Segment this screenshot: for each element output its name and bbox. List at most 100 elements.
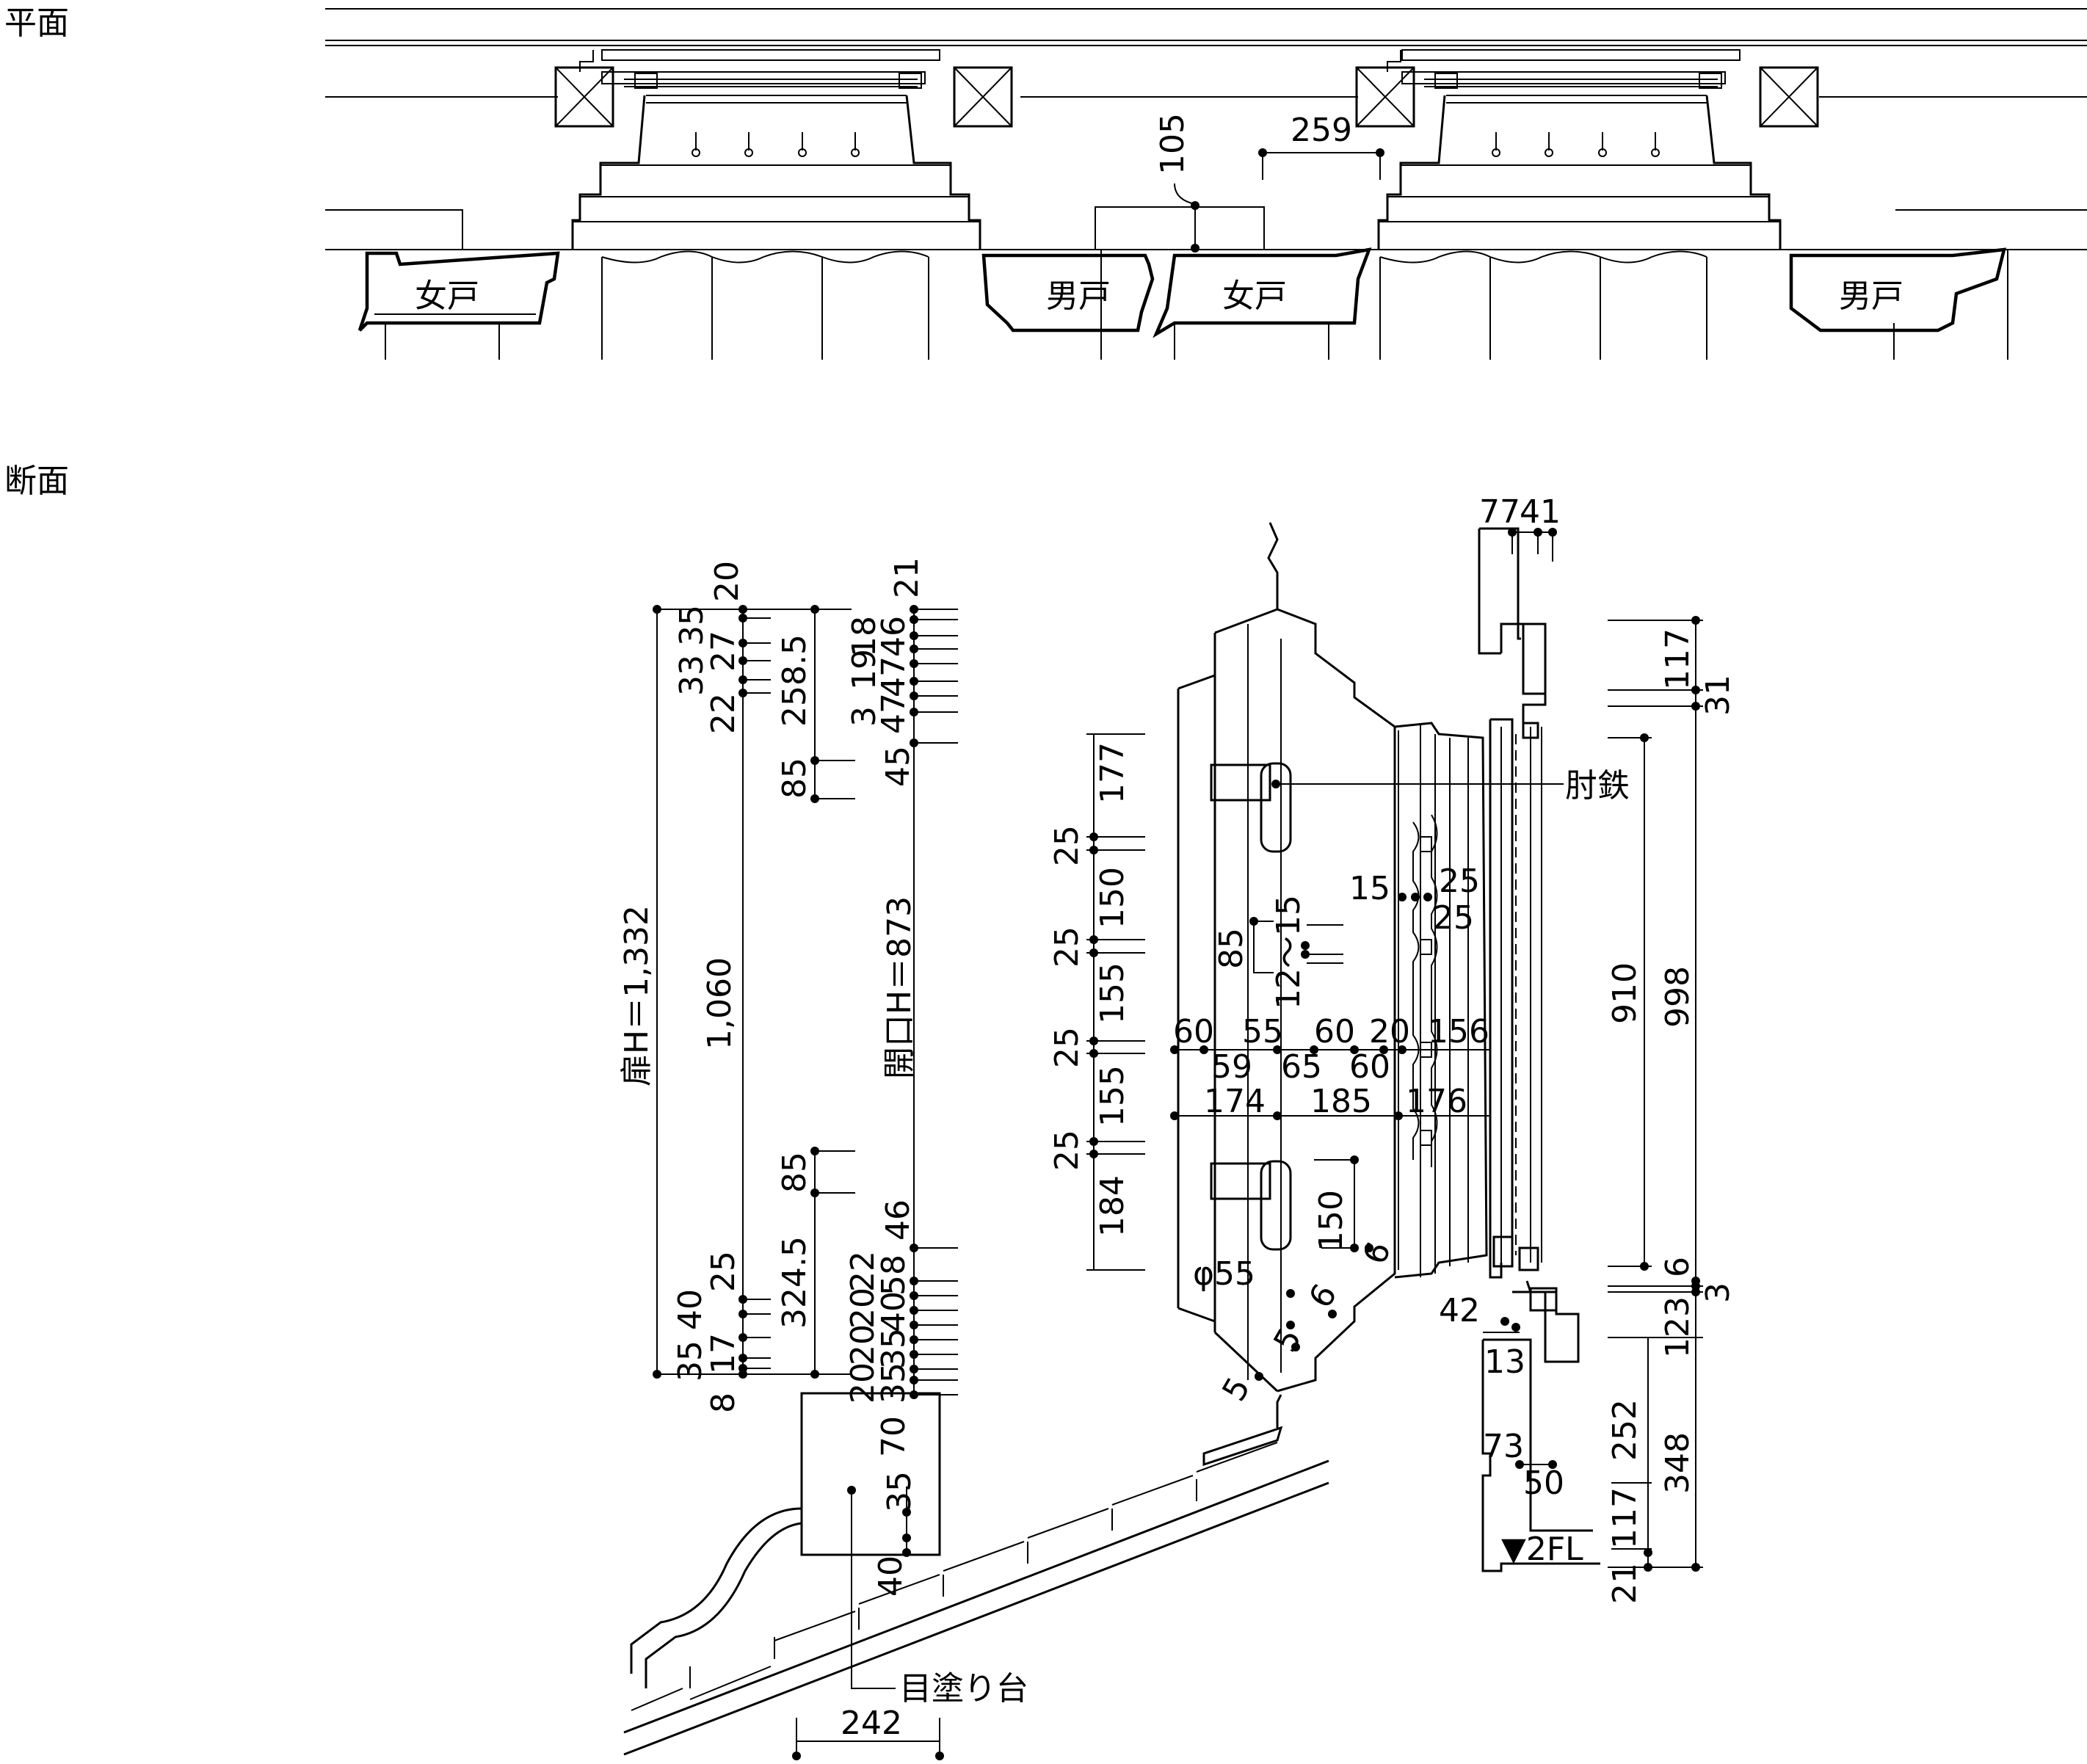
dim-35b: 35: [672, 1340, 709, 1382]
dim-20b: 20: [844, 1324, 882, 1365]
dim-25e: 25: [1048, 1130, 1086, 1171]
dim-41: 41: [1520, 493, 1561, 531]
note-backing-base: 目塗り台: [899, 1670, 1028, 1707]
frame-dims: 77 41 117 31 998 3 348 910 6 123 252 117…: [1439, 493, 1737, 1604]
dim-60b: 60: [1314, 1013, 1355, 1050]
dim-184: 184: [1094, 1175, 1131, 1237]
dim-35e: 35: [881, 1471, 918, 1512]
door-label-women-1: 女戸: [415, 277, 479, 315]
dim-21: 21: [888, 557, 926, 598]
dim-258-5: 258.5: [776, 634, 813, 727]
dim-35c: 35: [875, 1328, 912, 1369]
dim-174: 174: [1204, 1083, 1266, 1120]
dim-348: 348: [1659, 1432, 1696, 1494]
plan-door-women-1: 女戸: [357, 251, 560, 332]
dim-77: 77: [1479, 493, 1520, 531]
dim-35d: 35: [875, 1362, 912, 1404]
plan-view: 女戸 男戸 女戸 男戸 105 259: [325, 8, 2087, 360]
dim-42: 42: [1439, 1292, 1480, 1329]
dim-27: 27: [705, 631, 742, 672]
plan-dim-259: 259: [1291, 112, 1352, 149]
dim-8: 8: [705, 1393, 742, 1413]
door-label-men-1: 男戸: [1046, 277, 1111, 315]
dim-123: 123: [1659, 1296, 1696, 1358]
dim-13: 13: [1484, 1343, 1525, 1381]
dim-6a: 6: [1356, 1237, 1398, 1269]
dim-45: 45: [879, 746, 917, 787]
plan-window-right: [1377, 49, 1782, 250]
dim-25c: 25: [1048, 926, 1086, 968]
backing-base: 目塗り台: [630, 1392, 1028, 1707]
dim-60a: 60: [1173, 1013, 1214, 1050]
section-view: 扉H＝1,332 20 33 35 27 22 1,060 25 35 40 1…: [618, 493, 1737, 1760]
dim-117b: 117: [1606, 1487, 1644, 1549]
dim-47a: 47: [875, 693, 912, 734]
dim-176: 176: [1406, 1083, 1467, 1120]
note-elbow-iron: 肘鉄: [1565, 767, 1630, 805]
dim-25b: 25: [1048, 825, 1086, 866]
plan-heading: 平面: [4, 4, 69, 42]
dim-242: 242: [841, 1705, 902, 1742]
dim-20d: 20: [844, 1362, 882, 1404]
dim-22b: 22: [844, 1251, 882, 1292]
dim-phi55: φ55: [1193, 1255, 1255, 1293]
plan-door-men-2: 男戸: [1789, 247, 2006, 333]
section-heading: 断面: [4, 462, 69, 500]
dim-25d: 25: [1048, 1027, 1086, 1068]
dim-21b: 21: [1606, 1563, 1644, 1604]
dim-998: 998: [1659, 966, 1696, 1028]
door-height-dims: 扉H＝1,332 20 33 35 27 22 1,060 25 35 40 1…: [618, 561, 855, 1413]
dim-6b: 6: [1302, 1278, 1344, 1315]
dim-18: 18: [846, 616, 883, 657]
dim-47b: 47: [875, 656, 912, 697]
dim-177: 177: [1094, 742, 1131, 804]
dim-85c: 85: [1213, 928, 1250, 969]
dim-59: 59: [1211, 1048, 1252, 1086]
dim-22: 22: [705, 693, 742, 734]
door-label-women-2: 女戸: [1222, 277, 1287, 315]
dim-35a: 35: [673, 605, 711, 646]
dim-15a: 15: [1349, 870, 1390, 907]
plan-posts: [554, 66, 1819, 128]
dim-156: 156: [1428, 1013, 1489, 1050]
dim-20a: 20: [708, 561, 746, 602]
dim-155b: 155: [1094, 1065, 1131, 1127]
dim-5b: 5: [1215, 1371, 1257, 1408]
dim-40c: 40: [872, 1556, 910, 1597]
dim-65: 65: [1281, 1048, 1322, 1086]
dim-25a: 25: [705, 1251, 742, 1292]
dim-910: 910: [1606, 962, 1644, 1024]
roof-tiles: 242: [623, 1394, 1329, 1760]
dim-1060: 1,060: [701, 957, 738, 1050]
dim-25g: 25: [1433, 899, 1474, 937]
plan-dim-105: 105: [1154, 113, 1191, 175]
dim-46a: 46: [875, 616, 912, 657]
dim-12-15: 12～15: [1270, 895, 1307, 1009]
dim-50: 50: [1523, 1464, 1564, 1502]
dim-17: 17: [705, 1333, 742, 1374]
dim-3b: 3: [1699, 1282, 1737, 1303]
dim-85b: 85: [776, 1152, 813, 1193]
door-label-men-2: 男戸: [1839, 277, 1903, 315]
plan-window-left: [571, 49, 981, 250]
dim-155a: 155: [1094, 962, 1131, 1024]
dim-324-5: 324.5: [776, 1236, 813, 1329]
dim-25f: 25: [1439, 863, 1480, 900]
dim-40b: 40: [875, 1291, 912, 1332]
dim-33: 33: [673, 655, 711, 696]
dim-70: 70: [875, 1416, 912, 1457]
opening-height-label: 開口H＝873: [881, 896, 918, 1079]
dim-85a: 85: [776, 758, 813, 799]
dim-6c: 6: [1659, 1257, 1696, 1277]
dim-20c: 20: [844, 1288, 882, 1329]
dim-73: 73: [1483, 1428, 1524, 1465]
panel-dims: 177 25 150 25 155 25 155 25 184 85 12～15…: [1048, 733, 1490, 1408]
dim-150b: 150: [1313, 1190, 1350, 1252]
opening-height-dims: 開口H＝873 21 3 19 18 47 47 46 45 46 20 20 …: [844, 557, 958, 1597]
dim-60c: 60: [1349, 1048, 1390, 1086]
plan-door-men-1: 男戸: [981, 253, 1155, 333]
dim-252: 252: [1606, 1399, 1644, 1461]
dim-117a: 117: [1659, 628, 1696, 690]
shutter-door-section: [1177, 522, 1488, 1393]
